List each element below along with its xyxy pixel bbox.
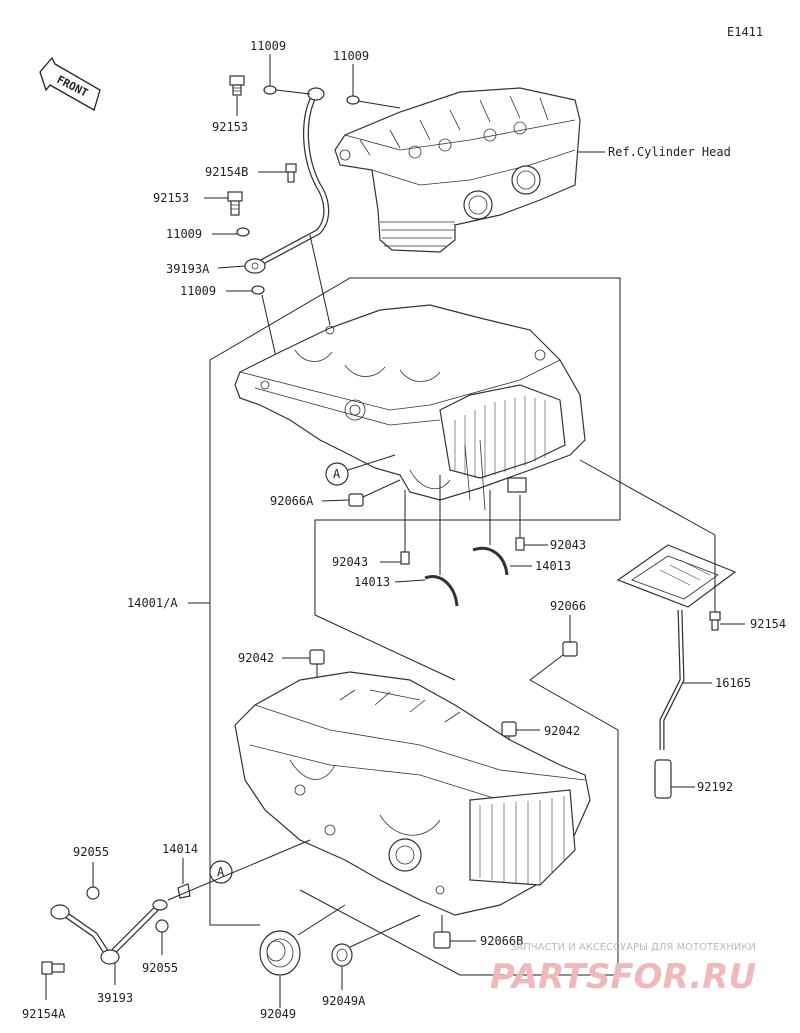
front-arrow-icon: FRONT <box>39 56 101 111</box>
cap-92066b <box>433 931 451 949</box>
assembly-bracket <box>209 360 260 926</box>
dowel-92042-right <box>501 721 517 737</box>
cap-92066a <box>348 493 364 507</box>
bolt-92154 <box>709 611 721 631</box>
dowel-92043-left <box>400 551 410 565</box>
part-14001a[interactable]: 14001/A <box>127 596 178 610</box>
part-92055-bottom[interactable]: 92055 <box>142 961 178 975</box>
dowel-92043-right <box>515 537 525 551</box>
dowel-92042-left <box>309 649 325 665</box>
part-39193[interactable]: 39193 <box>97 991 133 1005</box>
bearing-14013-right <box>472 547 509 576</box>
part-11009-mid-b[interactable]: 11009 <box>180 284 216 298</box>
part-11009-mid-a[interactable]: 11009 <box>166 227 202 241</box>
callout-a-lower: A <box>209 860 233 884</box>
part-92042-left[interactable]: 92042 <box>238 651 274 665</box>
part-92192[interactable]: 92192 <box>697 780 733 794</box>
part-14014[interactable]: 14014 <box>162 842 198 856</box>
watermark-line1: ЗАПЧАСТИ И АКСЕССУАРЫ ДЛЯ МОТОТЕХНИКИ <box>510 942 756 953</box>
cap-92066 <box>562 641 578 657</box>
part-92049a[interactable]: 92049A <box>322 994 366 1008</box>
svg-text:A: A <box>217 865 225 879</box>
seal-92049 <box>259 930 301 976</box>
diagram-code: E1411 <box>727 25 763 39</box>
part-92153-mid[interactable]: 92153 <box>153 191 189 205</box>
bolt-92154b <box>285 163 297 183</box>
part-11009-top-a[interactable]: 11009 <box>250 39 286 53</box>
part-92066a[interactable]: 92066A <box>270 494 314 508</box>
part-92055-top[interactable]: 92055 <box>73 845 109 859</box>
part-39193a[interactable]: 39193A <box>166 262 210 276</box>
ref-cylinder-head-label: Ref.Cylinder Head <box>608 145 731 159</box>
part-11009-top-b[interactable]: 11009 <box>333 49 369 63</box>
part-92153-top[interactable]: 92153 <box>212 120 248 134</box>
cylinder-head-drawing <box>334 87 581 253</box>
washer-11009-mid-a <box>236 227 250 237</box>
part-14013-left[interactable]: 14013 <box>354 575 390 589</box>
part-92154a[interactable]: 92154A <box>22 1007 66 1021</box>
part-92066b[interactable]: 92066B <box>480 934 523 948</box>
oil-pipe-39193 <box>50 899 168 965</box>
washer-11009-top-a <box>263 85 277 95</box>
part-16165[interactable]: 16165 <box>715 676 751 690</box>
upper-crankcase-drawing <box>234 304 586 511</box>
callout-a-upper: A <box>325 454 396 486</box>
part-92154b[interactable]: 92154B <box>205 165 248 179</box>
seal-92049a <box>331 943 353 967</box>
oil-pipe-39193a <box>244 87 330 274</box>
part-92043-right[interactable]: 92043 <box>550 538 586 552</box>
part-92043-left[interactable]: 92043 <box>332 555 368 569</box>
bolt-92154a <box>41 961 65 975</box>
washer-11009-mid-b <box>251 285 265 295</box>
part-14013-right[interactable]: 14013 <box>535 559 571 573</box>
breather-plate-drawing <box>616 544 737 799</box>
watermark-logo: PARTSFOR.RU <box>490 957 756 997</box>
part-92154[interactable]: 92154 <box>750 617 786 631</box>
part-92049[interactable]: 92049 <box>260 1007 296 1021</box>
bolt-92153-mid <box>227 191 243 216</box>
washer-92055-top <box>86 886 100 900</box>
part-92066[interactable]: 92066 <box>550 599 586 613</box>
washer-92055-bottom <box>155 919 169 933</box>
lower-crankcase-drawing <box>234 671 591 916</box>
svg-text:A: A <box>333 467 341 481</box>
bolt-92153-top <box>229 75 245 96</box>
washer-11009-top-b <box>346 95 360 105</box>
part-92042-right[interactable]: 92042 <box>544 724 580 738</box>
bearing-14013-left <box>424 575 459 607</box>
